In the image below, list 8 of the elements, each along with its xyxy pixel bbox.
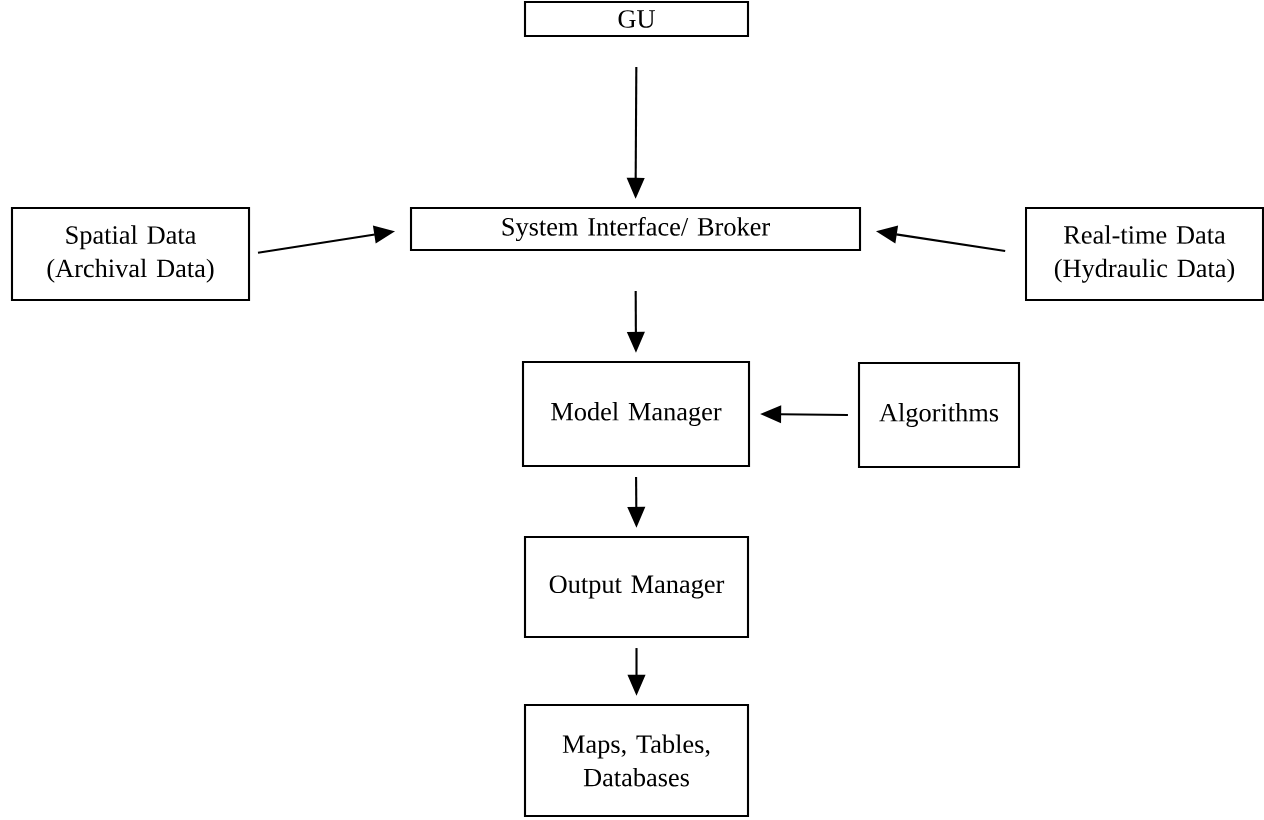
- process-box: Maps, Tables, Databases: [523, 703, 750, 818]
- process-box: Algorithms: [857, 362, 1021, 469]
- process-box: Model Manager: [521, 360, 751, 468]
- process-box: Spatial Data (Archival Data): [10, 206, 251, 302]
- process-box: GU: [523, 0, 750, 38]
- process-box: Output Manager: [523, 535, 750, 639]
- process-box: Real-time Data (Hydraulic Data): [1024, 206, 1264, 302]
- process-box: System Interface/ Broker: [409, 206, 862, 252]
